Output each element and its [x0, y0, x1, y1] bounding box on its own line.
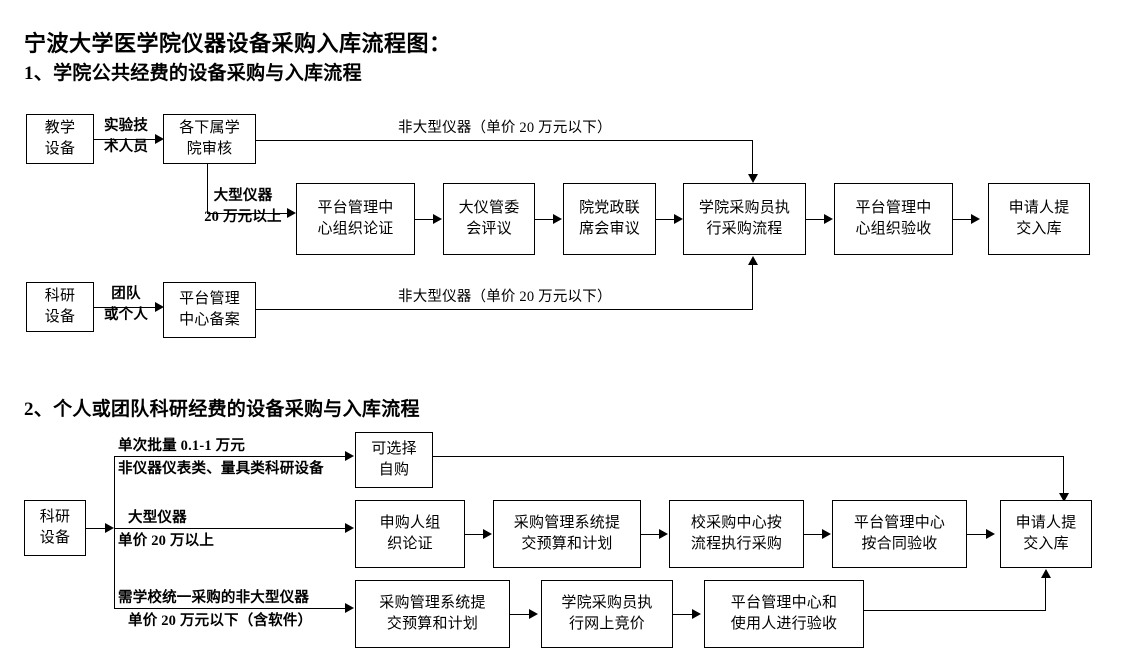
edge-research-to-record-arrow: [155, 302, 164, 312]
edge-argue2-to-budget-arrow: [483, 529, 492, 539]
node-platform-argumentation[interactable]: 平台管理中 心组织论证: [296, 183, 415, 255]
node-research-equipment-2[interactable]: 科研 设备: [24, 500, 86, 556]
edge-contract-to-storage2-line: [967, 534, 986, 535]
edge-buyer-to-accept-arrow: [824, 214, 833, 224]
node-self-purchase[interactable]: 可选择 自购: [355, 432, 433, 488]
edge-selfpurchase-to-storage-vline: [1063, 456, 1064, 494]
edge-research2-to-spine-arrow: [105, 523, 114, 533]
edge-review-to-buyer-hline: [256, 140, 753, 141]
edge-committee-to-party-arrow: [553, 214, 562, 224]
edge-budget-to-schoolcenter-line: [641, 534, 660, 535]
edge-budgetbottom-to-bid-arrow: [529, 609, 538, 619]
node-school-purchasing-center[interactable]: 校采购中心按 流程执行采购: [669, 500, 804, 568]
edge-review-to-buyer-arrow: [748, 174, 758, 183]
node-committee-review[interactable]: 大仪管委 会评议: [443, 183, 535, 255]
edge-label-team-or-person: 团队 或个人: [103, 286, 149, 324]
node-party-joint-meeting[interactable]: 院党政联 席会审议: [563, 183, 656, 255]
section-2-heading: 2、个人或团队科研经费的设备采购与入库流程: [24, 399, 420, 420]
branch-spine-vline: [114, 456, 115, 609]
node-budget-plan-bottom[interactable]: 采购管理系统提 交预算和计划: [355, 580, 510, 648]
node-platform-contract-acceptance[interactable]: 平台管理中心 按合同验收: [832, 500, 967, 568]
node-platform-acceptance[interactable]: 平台管理中 心组织验收: [834, 183, 953, 255]
edge-schoolcenter-to-contract-arrow: [822, 529, 831, 539]
edge-filing-to-buyer-hline: [256, 309, 753, 310]
edge-label-batch-small-line2: 非仪器仪表类、量具类科研设备: [118, 461, 324, 477]
edge-review-to-argue-arrow: [287, 208, 296, 218]
edge-accept-to-storage-line: [953, 219, 972, 220]
edge-argue2-to-budget-line: [465, 534, 484, 535]
node-applicant-argumentation[interactable]: 申购人组 织论证: [355, 500, 465, 568]
edge-bid-to-useraccept-arrow: [692, 609, 701, 619]
edge-branch2-hline: [114, 528, 346, 529]
edge-selfpurchase-to-storage-arrow: [1059, 493, 1069, 502]
edge-filing-to-buyer-arrow: [748, 256, 758, 265]
edge-useraccept-to-storage2-hline: [864, 610, 1046, 611]
edge-label-school-unified-line2: 单价 20 万元以下（含软件）: [128, 613, 313, 629]
node-platform-user-acceptance[interactable]: 平台管理中心和 使用人进行验收: [704, 580, 864, 648]
edge-teaching-to-review-arrow: [155, 134, 164, 144]
node-college-online-bidding[interactable]: 学院采购员执 行网上竞价: [541, 580, 673, 648]
edge-label-large-instrument-2-line1: 大型仪器: [128, 510, 187, 526]
edge-filing-to-buyer-vline: [752, 265, 753, 309]
edge-budgetbottom-to-bid-line: [510, 614, 529, 615]
section-1-heading: 1、学院公共经费的设备采购与入库流程: [24, 63, 362, 84]
edge-buyer-to-accept-line: [806, 219, 825, 220]
node-college-purchasing-officer[interactable]: 学院采购员执 行采购流程: [683, 183, 806, 255]
edge-accept-to-storage-arrow: [971, 214, 980, 224]
edge-label-non-large-bottom: 非大型仪器（单价 20 万元以下）: [398, 289, 612, 305]
edge-review-to-argue-hline: [207, 213, 288, 214]
edge-review-to-buyer-vline: [752, 140, 753, 175]
edge-research-to-record-line: [94, 307, 156, 308]
edge-argue-to-committee-arrow: [433, 214, 442, 224]
edge-argue-to-committee-line: [415, 219, 434, 220]
edge-label-large-instrument-2-line2: 单价 20 万以上: [118, 533, 215, 549]
node-teaching-equipment[interactable]: 教学 设备: [26, 114, 94, 164]
edge-party-to-buyer-line: [656, 219, 675, 220]
node-budget-plan-middle[interactable]: 采购管理系统提 交预算和计划: [493, 500, 641, 568]
edge-contract-to-storage2-arrow: [986, 529, 995, 539]
edge-branch1-hline: [114, 456, 346, 457]
node-applicant-storage-2[interactable]: 申请人提 交入库: [1000, 500, 1092, 568]
node-applicant-storage-1[interactable]: 申请人提 交入库: [988, 183, 1090, 255]
edge-research2-to-spine-line: [86, 528, 108, 529]
edge-label-lab-technician: 实验技 术人员: [103, 118, 149, 156]
edge-branch3-arrow: [345, 603, 354, 613]
edge-party-to-buyer-arrow: [674, 214, 683, 224]
edge-bid-to-useraccept-line: [673, 614, 692, 615]
node-research-equipment-1[interactable]: 科研 设备: [26, 282, 94, 332]
edge-label-school-unified-line1: 需学校统一采购的非大型仪器: [118, 590, 310, 606]
edge-schoolcenter-to-contract-line: [804, 534, 823, 535]
edge-label-large-instrument-1: 大型仪器 20 万元以上: [204, 188, 282, 226]
edge-budget-to-schoolcenter-arrow: [659, 529, 668, 539]
edge-review-down-vline: [207, 164, 208, 214]
edge-branch2-arrow: [345, 523, 354, 533]
edge-useraccept-to-storage2-vline: [1045, 578, 1046, 610]
edge-committee-to-party-line: [535, 219, 554, 220]
document-title: 宁波大学医学院仪器设备采购入库流程图：: [24, 31, 452, 56]
edge-useraccept-to-storage2-arrow: [1041, 569, 1051, 578]
edge-label-batch-small-line1: 单次批量 0.1-1 万元: [118, 438, 246, 454]
edge-teaching-to-review-line: [94, 139, 156, 140]
edge-label-non-large-top: 非大型仪器（单价 20 万元以下）: [398, 120, 612, 136]
edge-branch1-arrow: [345, 451, 354, 461]
edge-branch3-hline: [114, 608, 346, 609]
node-college-review[interactable]: 各下属学 院审核: [163, 114, 256, 164]
node-platform-filing[interactable]: 平台管理 中心备案: [163, 282, 256, 338]
edge-selfpurchase-to-storage-hline: [433, 456, 1064, 457]
